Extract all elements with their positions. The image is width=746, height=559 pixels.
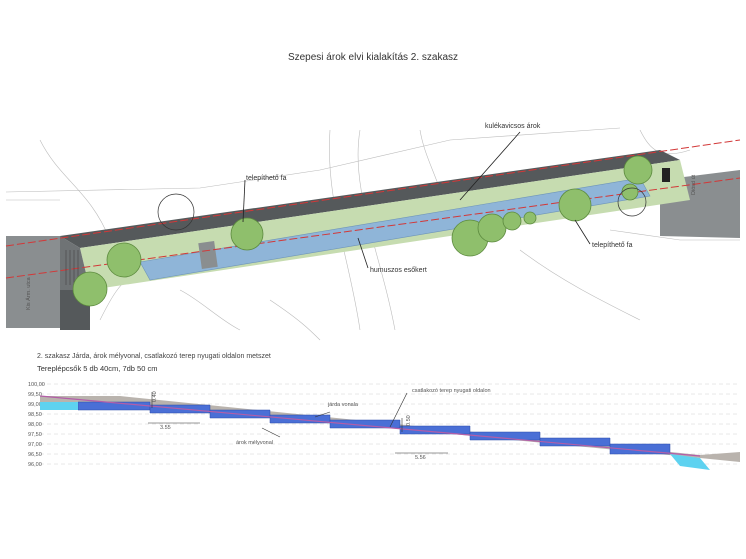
- label-telepitheto-2: telepíthető fa: [592, 242, 633, 249]
- left-building: [6, 236, 64, 328]
- svg-text:99,00: 99,00: [28, 402, 42, 408]
- svg-text:99,50: 99,50: [28, 392, 42, 398]
- plan-view: kulékavicsos árok telepíthető fa telepít…: [5, 123, 741, 341]
- svg-text:98,00: 98,00: [28, 422, 42, 428]
- svg-text:96,00: 96,00: [28, 462, 42, 468]
- sidewalk-line: [39, 395, 701, 457]
- section-subtitle: Tereplépcsők 5 db 40cm, 7db 50 cm: [37, 364, 158, 373]
- label-csatlakozo: csatlakozó terep nyugati oldalon: [412, 388, 491, 394]
- svg-text:96,50: 96,50: [28, 452, 42, 458]
- tree-symbols: [72, 155, 653, 307]
- ditch-area: [139, 177, 651, 281]
- section-title: 2. szakasz Járda, árok mélyvonal, csatla…: [37, 353, 271, 360]
- label-street-left: Kis Árm. utca: [25, 276, 32, 310]
- label-kulekavicsos: kulékavicsos árok: [485, 123, 541, 130]
- water-strip: [40, 402, 78, 410]
- road-band: [60, 150, 680, 248]
- label-arok: árok mélyvonal: [236, 440, 273, 446]
- section-view: 100,00 99,50 99,00 98,50 98,00 97,50 97,…: [28, 382, 740, 470]
- dim-label-2: 5.56: [415, 455, 426, 461]
- dim-label-3: 0.40: [152, 391, 158, 402]
- label-jarda: járda vonala: [327, 402, 359, 408]
- svg-text:97,00: 97,00: [28, 442, 42, 448]
- dim-label-1: 3.55: [160, 425, 171, 431]
- label-telepitheto-1: telepíthető fa: [246, 175, 287, 182]
- svg-text:98,50: 98,50: [28, 412, 42, 418]
- elevation-labels: 100,00 99,50 99,00 98,50 98,00 97,50 97,…: [28, 382, 45, 468]
- label-street-right: Diósd út: [691, 174, 697, 195]
- svg-text:97,50: 97,50: [28, 432, 42, 438]
- dim-label-4: 0.50: [406, 415, 412, 426]
- svg-text:100,00: 100,00: [28, 382, 45, 388]
- page-title: Szepesi árok elvi kialakítás 2. szakasz: [287, 52, 459, 63]
- label-humuszos: humuszos esőkert: [370, 267, 427, 274]
